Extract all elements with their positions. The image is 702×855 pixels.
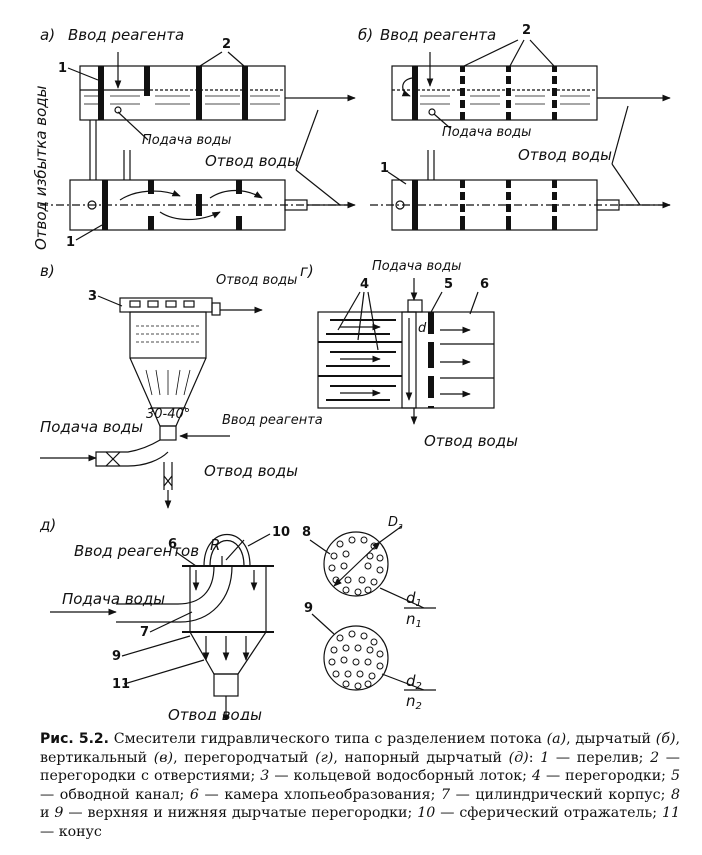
panel-d-water-supply-label: Подача воды	[62, 590, 165, 608]
figure-caption: Рис. 5.2. Смесители гидравлического типа…	[40, 731, 681, 840]
panel-g-baffle-mixer: г) Подача воды 4 5 6	[300, 259, 518, 450]
panel-b-callout-1: 1	[380, 161, 389, 176]
panel-g-callout-5: 5	[444, 277, 453, 292]
panel-d-spherical-reflector	[203, 533, 251, 567]
panel-a-overflow-wall	[98, 66, 104, 120]
panel-d-radius: R	[210, 536, 220, 554]
panel-b-callout-2: 2	[522, 23, 531, 38]
panel-v-letter: в)	[40, 262, 55, 280]
caption-title: Рис. 5.2.	[40, 731, 109, 747]
panel-d-n2: n2	[406, 692, 422, 712]
panel-a-water-supply-label: Подача воды	[142, 133, 231, 148]
panel-d-pressure-perforated-mixer: д) Ввод реагентов ​ Подача воды R Отвод …	[39, 515, 436, 720]
panel-a-callout-1-lower: 1	[66, 235, 75, 250]
mixer-diagram-figure: а) Ввод реагента 1 2 Отвод избыт	[32, 23, 671, 720]
panel-d-d1: d1	[406, 589, 422, 609]
panel-b-perforated-mixer: б) Ввод реагента 2 Подача воды	[358, 23, 671, 231]
panel-b-letter: б)	[358, 26, 373, 44]
panel-a-reagent-label: Ввод реагента	[68, 26, 184, 44]
panel-d-n1: n1	[406, 610, 422, 630]
panel-d-dim-d: Dз	[388, 515, 403, 532]
panel-a-letter: а)	[40, 26, 55, 44]
panel-d-lower-perforated-disk	[323, 625, 389, 691]
svg-text:d: d	[418, 321, 427, 336]
panel-a-callout-1: 1	[58, 61, 67, 76]
panel-a-outlet-label: Отвод воды	[205, 152, 299, 170]
panel-a-callout-2: 2	[222, 37, 231, 52]
panel-d-callout-8: 8	[302, 525, 311, 540]
panel-d-upper-perforated-disk	[323, 531, 389, 597]
panel-a-upper-tank	[79, 65, 286, 121]
panel-v-callout-3: 3	[88, 289, 97, 304]
panel-g-callout-4: 4	[360, 277, 369, 292]
panel-d-callout-7: 7	[140, 625, 149, 640]
panel-v-water-supply-label: Подача воды	[40, 418, 143, 436]
panel-v-reagent-label: Ввод реагента	[222, 413, 323, 428]
panel-g-letter: г)	[300, 262, 314, 280]
panel-b-reagent-label: Ввод реагента	[380, 26, 496, 44]
panel-d-callout-6: 6	[168, 537, 177, 552]
panel-g-water-supply-label: Подача воды	[372, 259, 461, 274]
panel-d-callout-11: 11	[112, 677, 130, 692]
panel-v-cylinder	[129, 311, 207, 359]
panel-g-outlet-label: Отвод воды	[424, 432, 518, 450]
panel-d-callout-10: 10	[272, 525, 290, 540]
panel-a-overflow-label: Отвод избытка воды	[32, 85, 50, 250]
panel-d-outlet-label: Отвод воды	[168, 706, 262, 720]
panel-d-callout-9-disk: 9	[304, 601, 313, 616]
panel-g-baffles	[326, 319, 396, 401]
panel-v-outlet-top-label: Отвод воды	[216, 273, 297, 288]
panel-v-vertical-mixer: в) 3 Отвод воды 30-40° Подача воды	[40, 262, 323, 509]
panel-b-water-supply-label: Подача воды	[442, 125, 531, 140]
panel-d-d2: d2	[406, 672, 422, 692]
panel-a-split-flow-mixer: а) Ввод реагента 1 2 Отвод избыт	[32, 26, 356, 250]
panel-d-letter: д)	[39, 516, 56, 534]
panel-a-water-level	[84, 95, 280, 105]
panel-b-outlet-label: Отвод воды	[518, 146, 612, 164]
panel-d-reagents-label: Ввод реагентов	[74, 542, 199, 560]
panel-v-outlet-bottom-label: Отвод воды	[204, 462, 298, 480]
panel-d-cone	[189, 631, 267, 675]
panel-b-upper-tank	[391, 65, 598, 121]
panel-b-perforated-partitions	[460, 66, 557, 120]
panel-v-angle-label: 30-40°	[146, 407, 190, 422]
panel-g-callout-6: 6	[480, 277, 489, 292]
panel-d-callout-9: 9	[112, 649, 121, 664]
panel-g-bypass-channel	[401, 311, 417, 409]
